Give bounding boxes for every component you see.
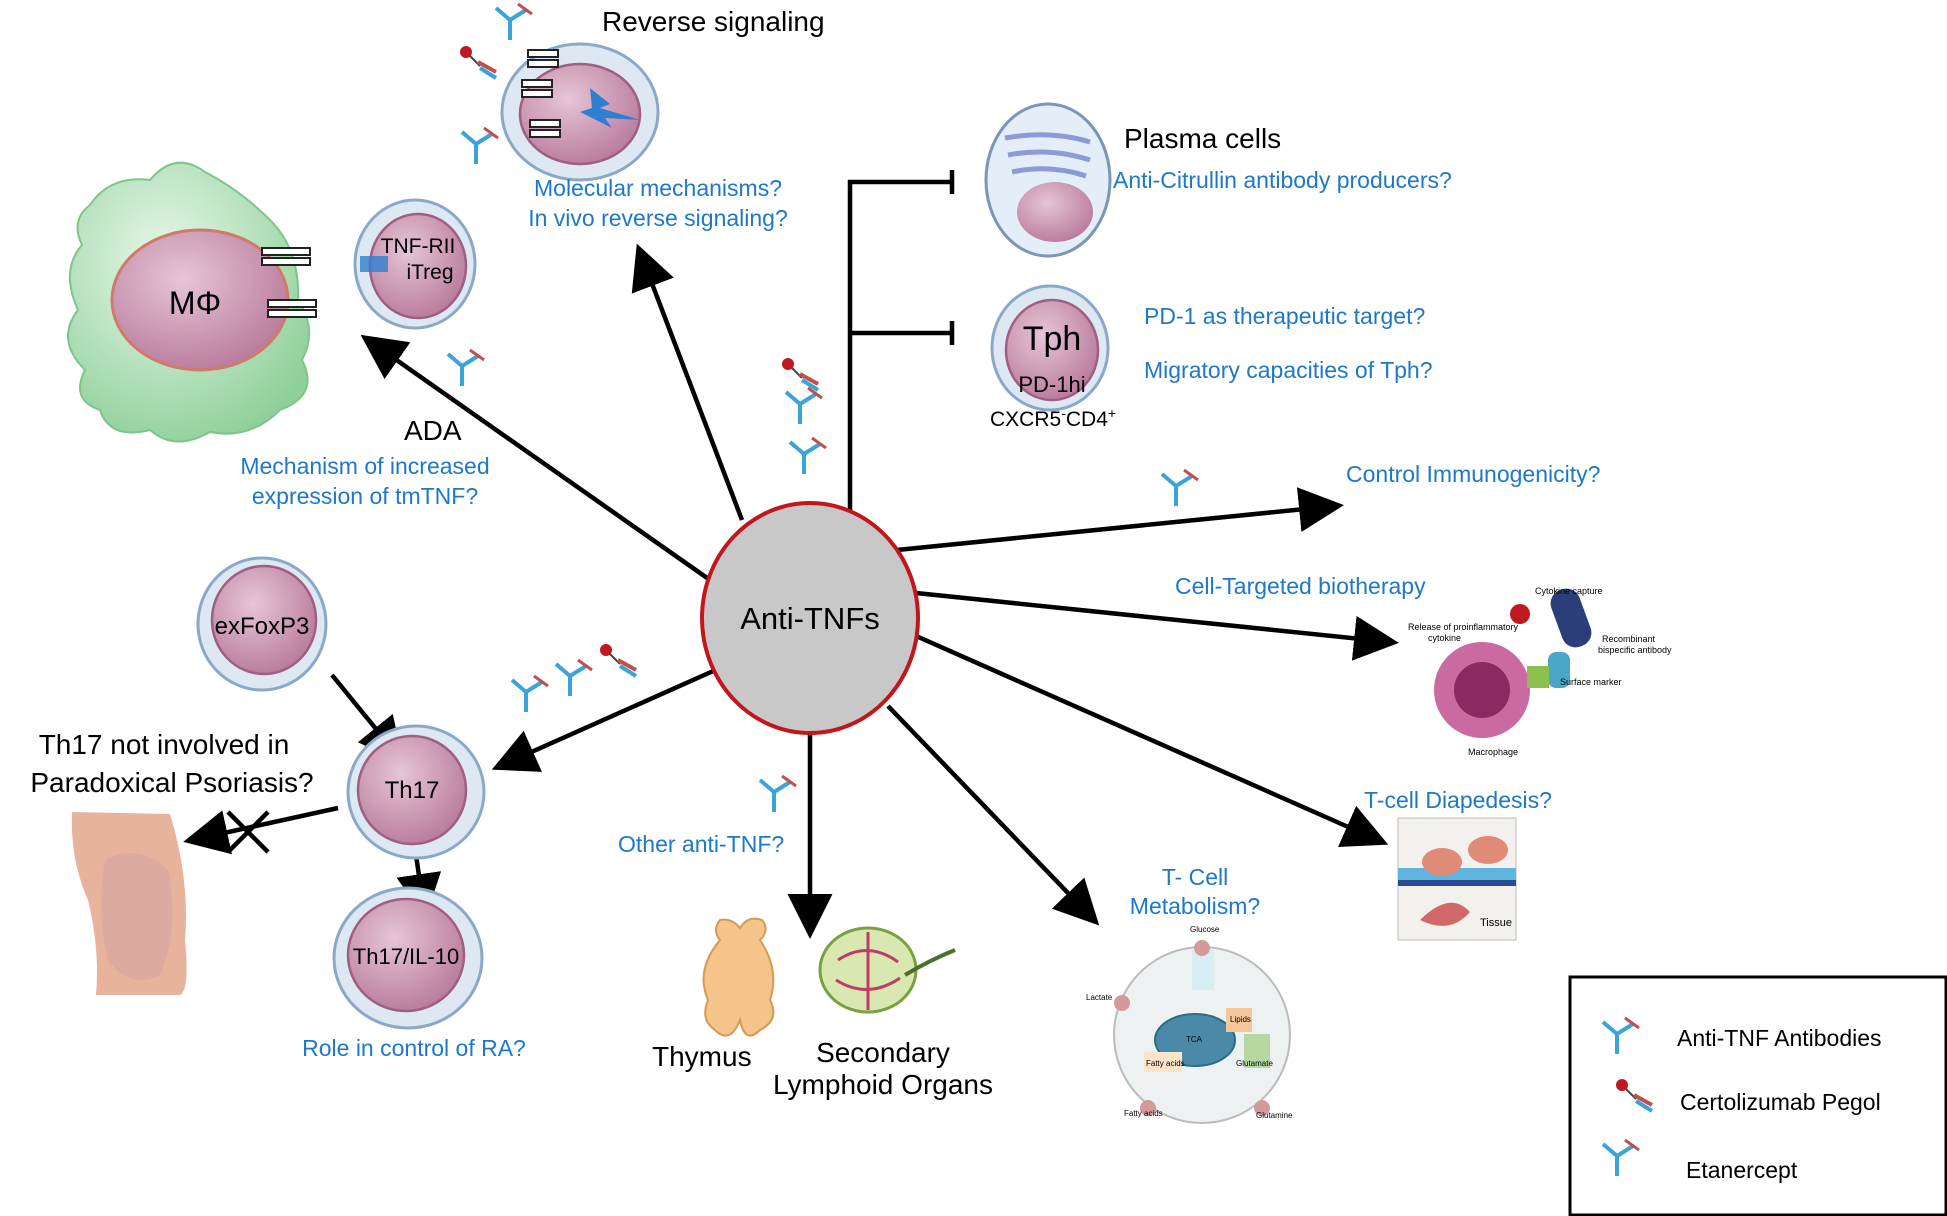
metabolism-node: T- Cell Metabolism? Glucose Lactate Lipi… [1086, 864, 1293, 1124]
reverse-signaling-title: Reverse signaling [602, 6, 825, 37]
ct-cap1: Cytokine capture [1535, 586, 1603, 596]
metab-lactate: Lactate [1086, 993, 1113, 1002]
anti-tnfs-node: Anti-TNFs [700, 501, 920, 735]
thymus-label: Thymus [652, 1041, 752, 1072]
plasma-cells-node: Plasma cells Anti-Citrullin antibody pro… [984, 102, 1452, 258]
tph-marker1: PD-1hi [1018, 372, 1085, 397]
legend-item-antibodies: Anti-TNF Antibodies [1677, 1025, 1882, 1051]
antibody-icon [446, 348, 486, 388]
treg-label1: TNF-RII [381, 235, 456, 258]
plasma-question: Anti-Citrullin antibody producers? [1113, 167, 1452, 193]
antibody-icon [758, 774, 798, 814]
mphi-q2: expression of tmTNF? [252, 483, 478, 509]
antibody-icon [494, 2, 534, 42]
metabolism-q2: Metabolism? [1130, 893, 1260, 919]
certolizumab-icon [458, 44, 498, 80]
metab-fatty2: Fatty acids [1124, 1109, 1163, 1118]
antibody-icon [1160, 468, 1200, 508]
exfox-label: exFoxP3 [215, 613, 310, 640]
metab-fatty: Fatty acids [1146, 1059, 1185, 1068]
psoriasis-label1: Th17 not involved in [39, 729, 290, 760]
macrophage-node: MΦ TNF-RII iTreg ADA Mechanism of increa… [67, 161, 490, 509]
psoriasis-label2: Paradoxical Psoriasis? [30, 767, 313, 798]
antibody-icon [554, 658, 594, 698]
tph-q2: Migratory capacities of Tph? [1144, 357, 1433, 383]
th17-label: Th17 [385, 777, 440, 804]
metab-tca: TCA [1186, 1035, 1203, 1044]
ct-cap6: Surface marker [1560, 677, 1622, 687]
diapedesis-question: T-cell Diapedesis? [1364, 787, 1552, 813]
legend: Anti-TNF Antibodies Certolizumab Pegol E… [1568, 975, 1947, 1216]
tph-marker2: CXCR5-CD4+ [990, 405, 1116, 431]
lymphoid-question: Other anti-TNF? [618, 831, 784, 857]
role-ra-label: Role in control of RA? [302, 1035, 526, 1061]
th1710-label: Th17/IL-10 [353, 944, 459, 969]
certolizumab-icon [780, 356, 820, 392]
th17-group: exFoxP3 Th17 Th17/IL-10 Th17 not involve… [30, 556, 638, 1061]
certolizumab-icon [598, 642, 638, 678]
ct-cap4: Release of proinflammatory [1408, 622, 1519, 632]
ada-label: ADA [404, 415, 462, 446]
tph-node: Tph PD-1hi CXCR5-CD4+ PD-1 as therapeuti… [990, 284, 1433, 431]
immuno-question: Control Immunogenicity? [1346, 461, 1600, 487]
antibody-icon [510, 674, 550, 714]
secondary-label2: Lymphoid Organs [773, 1069, 993, 1100]
metabolism-q1: T- Cell [1162, 864, 1228, 890]
ct-cap5: cytokine [1428, 633, 1461, 643]
metab-glucose: Glucose [1190, 925, 1220, 934]
mphi-q1: Mechanism of increased [240, 453, 489, 479]
treg-label2: iTreg [406, 261, 453, 284]
metab-glutamate: Glutamate [1236, 1059, 1273, 1068]
metab-lipids: Lipids [1230, 1015, 1251, 1024]
ct-cap2: Recombinant [1602, 634, 1656, 644]
cell-targeted-title: Cell-Targeted biotherapy [1175, 573, 1426, 599]
lymphoid-node: Other anti-TNF? Thymus Secondary Lymphoi… [618, 774, 993, 1100]
diapedesis-tissue: Tissue [1480, 917, 1512, 929]
secondary-label1: Secondary [816, 1037, 950, 1068]
macrophage-label: MΦ [169, 285, 221, 321]
psoriasis-image [71, 812, 187, 995]
ct-cap7: Macrophage [1468, 747, 1518, 757]
receptor-icon [521, 49, 561, 138]
metab-glutamine: Glutamine [1256, 1111, 1293, 1120]
center-label: Anti-TNFs [740, 601, 880, 636]
tph-title: Tph [1023, 320, 1082, 358]
diapedesis-node: T-cell Diapedesis? Tissue [1364, 787, 1552, 941]
antibody-icon [784, 386, 824, 426]
reverse-q1: Molecular mechanisms? [534, 175, 782, 201]
immunogenicity-node: Control Immunogenicity? [1160, 461, 1600, 508]
cell-targeted-node: Cell-Targeted biotherapy Cytokine captur… [1175, 573, 1672, 757]
legend-item-etanercept: Etanercept [1686, 1157, 1798, 1183]
antibody-icon [460, 126, 500, 166]
reverse-signaling-node: Reverse signaling Molecular mechanisms? … [458, 2, 825, 231]
plasma-title: Plasma cells [1124, 123, 1281, 154]
receptor-icon [261, 247, 317, 318]
antibody-icon [788, 436, 828, 476]
tph-q1: PD-1 as therapeutic target? [1144, 303, 1425, 329]
ct-cap3: bispecific antibody [1598, 645, 1672, 655]
legend-item-certolizumab: Certolizumab Pegol [1680, 1089, 1881, 1115]
reverse-q2: In vivo reverse signaling? [528, 205, 788, 231]
